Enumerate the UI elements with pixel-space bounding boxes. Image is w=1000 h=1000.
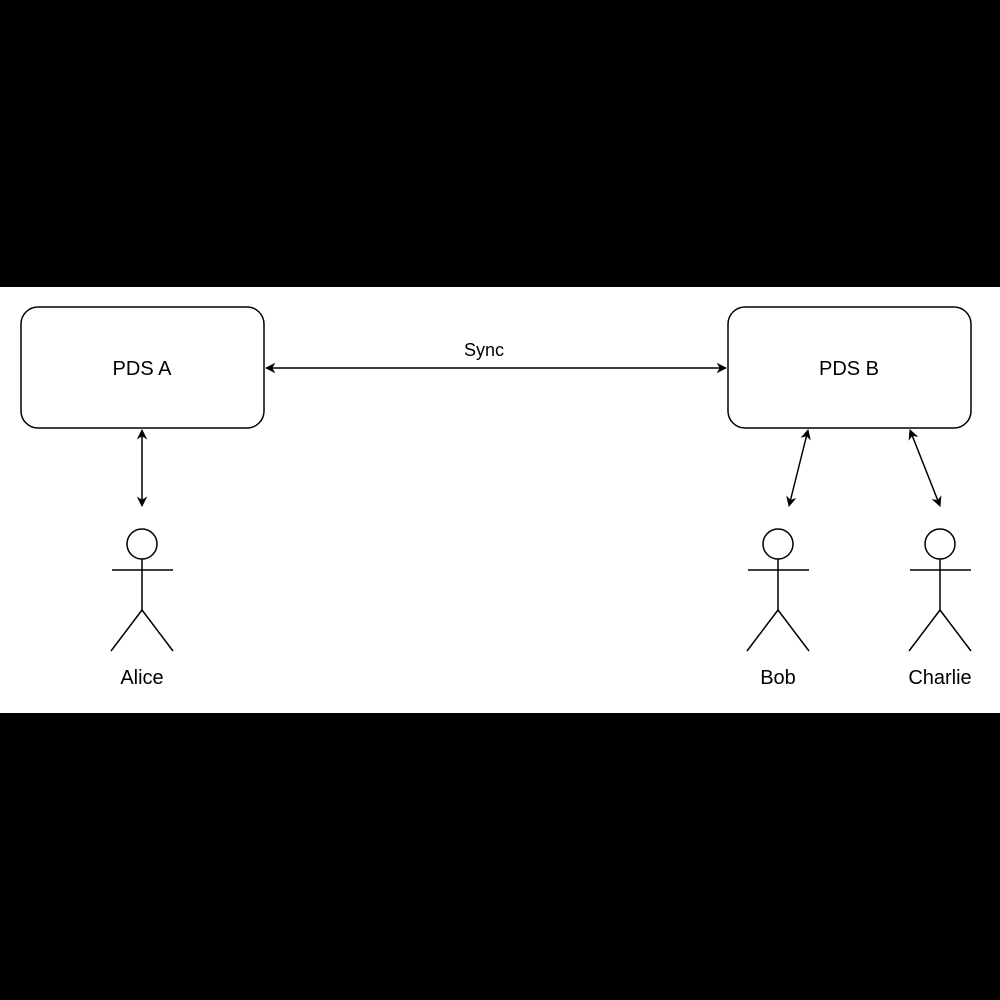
node-pds-b-box [727,306,972,429]
stick-figure-icon [110,528,174,652]
stick-figure-icon [746,528,810,652]
actor-alice-label: Alice [120,667,163,689]
diagram-canvas: PDS A PDS B Sync [0,287,1000,713]
stick-figure-icon [908,528,972,652]
node-pds-a-label: PDS A [113,358,173,380]
actor-alice[interactable]: Alice [110,528,174,689]
edge-sync: Sync [264,340,728,374]
actor-charlie-label: Charlie [908,667,971,689]
edge-sync-label: Sync [464,340,504,360]
node-pds-b-label: PDS B [819,358,879,380]
actor-charlie[interactable]: Charlie [908,528,972,689]
node-pds-b[interactable]: PDS B [727,306,972,429]
actor-bob[interactable]: Bob [746,528,810,689]
edge-pds-b-charlie [908,429,942,507]
node-pds-a-box [20,306,265,429]
node-pds-a[interactable]: PDS A [20,306,265,429]
edge-pds-b-bob [786,428,811,508]
diagram-svg: PDS A PDS B Sync [20,306,972,689]
actor-bob-label: Bob [760,667,796,689]
